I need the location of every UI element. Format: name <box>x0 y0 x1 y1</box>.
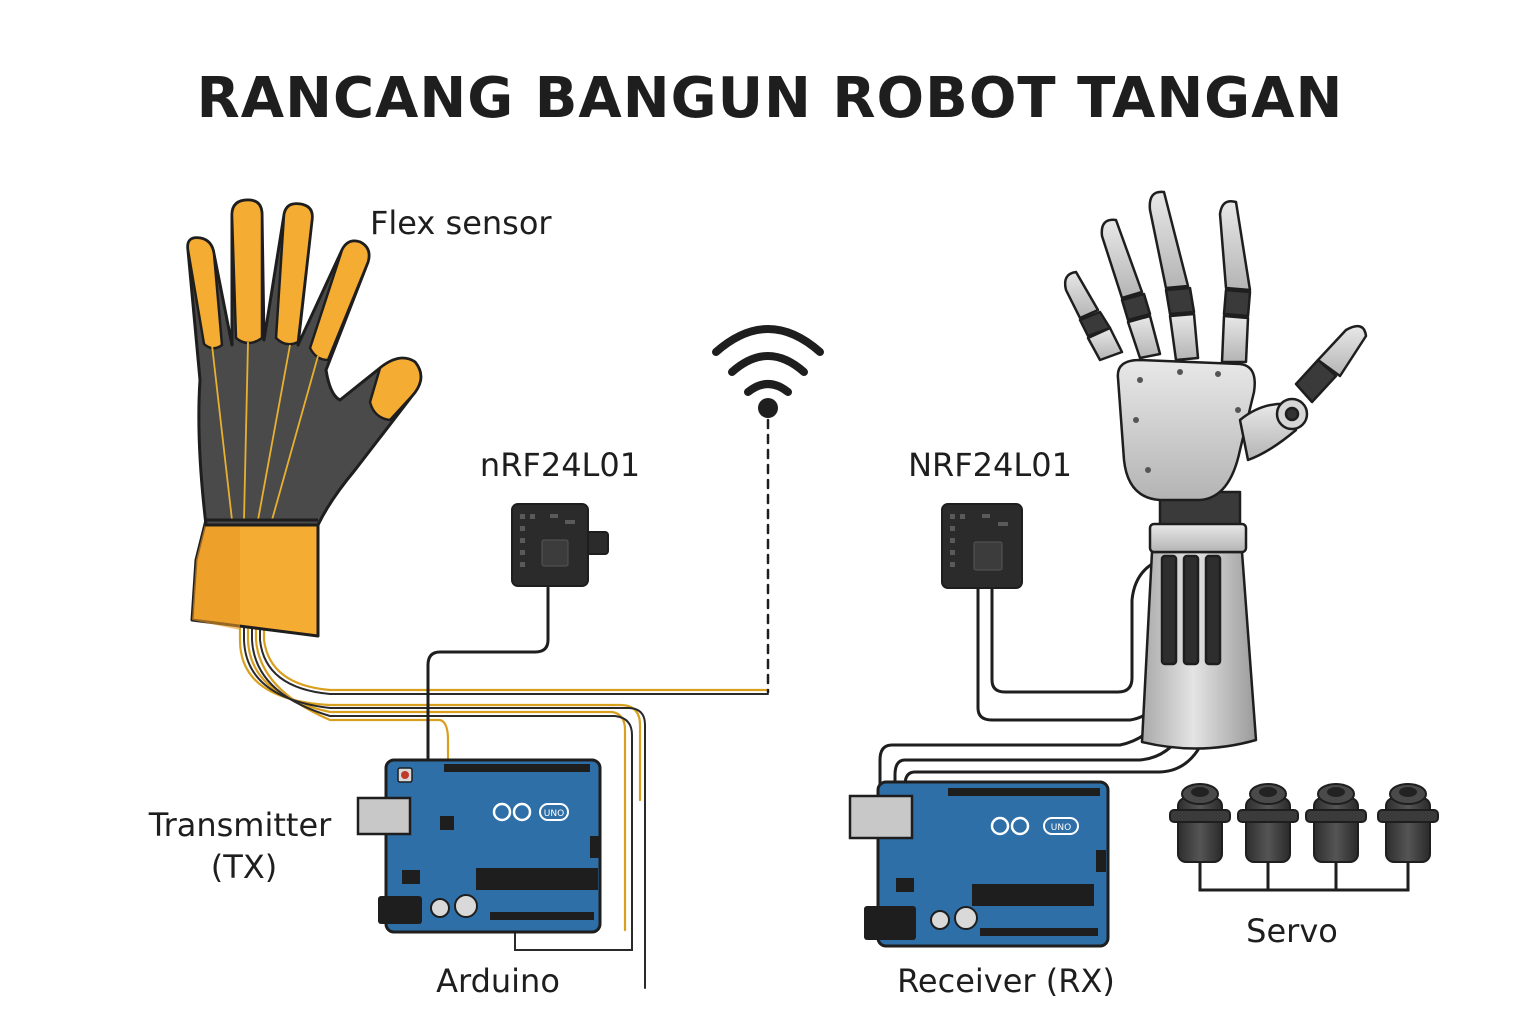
flex-sensor-label: Flex sensor <box>370 204 552 242</box>
robot-hand-icon <box>1063 190 1368 750</box>
arduino-board-rx: UNO <box>848 780 1110 948</box>
transmitter-label-line2: (TX) <box>211 848 277 886</box>
rx-tendon-wire-1 <box>878 658 1182 802</box>
glove-sensor-lines <box>211 341 319 521</box>
rx-nrf-wire-1 <box>990 558 1162 694</box>
glove-icon <box>186 198 423 638</box>
flex-wires-dark <box>243 519 769 989</box>
nrf-rx-label: NRF24L01 <box>908 446 1072 484</box>
servo-bus <box>1198 853 1410 892</box>
nrf-module-rx <box>941 503 1023 589</box>
wifi-icon <box>712 325 824 418</box>
board-logo-tx: UNO <box>544 809 564 819</box>
transmitter-label-line1: Transmitter <box>148 806 332 844</box>
nrf-tx-label: nRF24L01 <box>480 446 640 484</box>
flex-sensor-strips <box>186 198 422 422</box>
rx-nrf-wire-2 <box>976 586 1174 722</box>
servo-icon <box>1169 783 1439 863</box>
servo-label: Servo <box>1246 912 1338 950</box>
flex-wires <box>238 518 770 932</box>
receiver-label: Receiver (RX) <box>897 962 1115 1000</box>
arduino-label: Arduino <box>436 962 560 1000</box>
nrf-module-tx <box>511 503 609 587</box>
arduino-board-tx: UNO <box>356 758 602 934</box>
board-logo-rx: UNO <box>1051 823 1071 833</box>
page-title: RANCANG BANGUN ROBOT TANGAN <box>197 66 1344 131</box>
tx-nrf-wire <box>426 586 550 762</box>
